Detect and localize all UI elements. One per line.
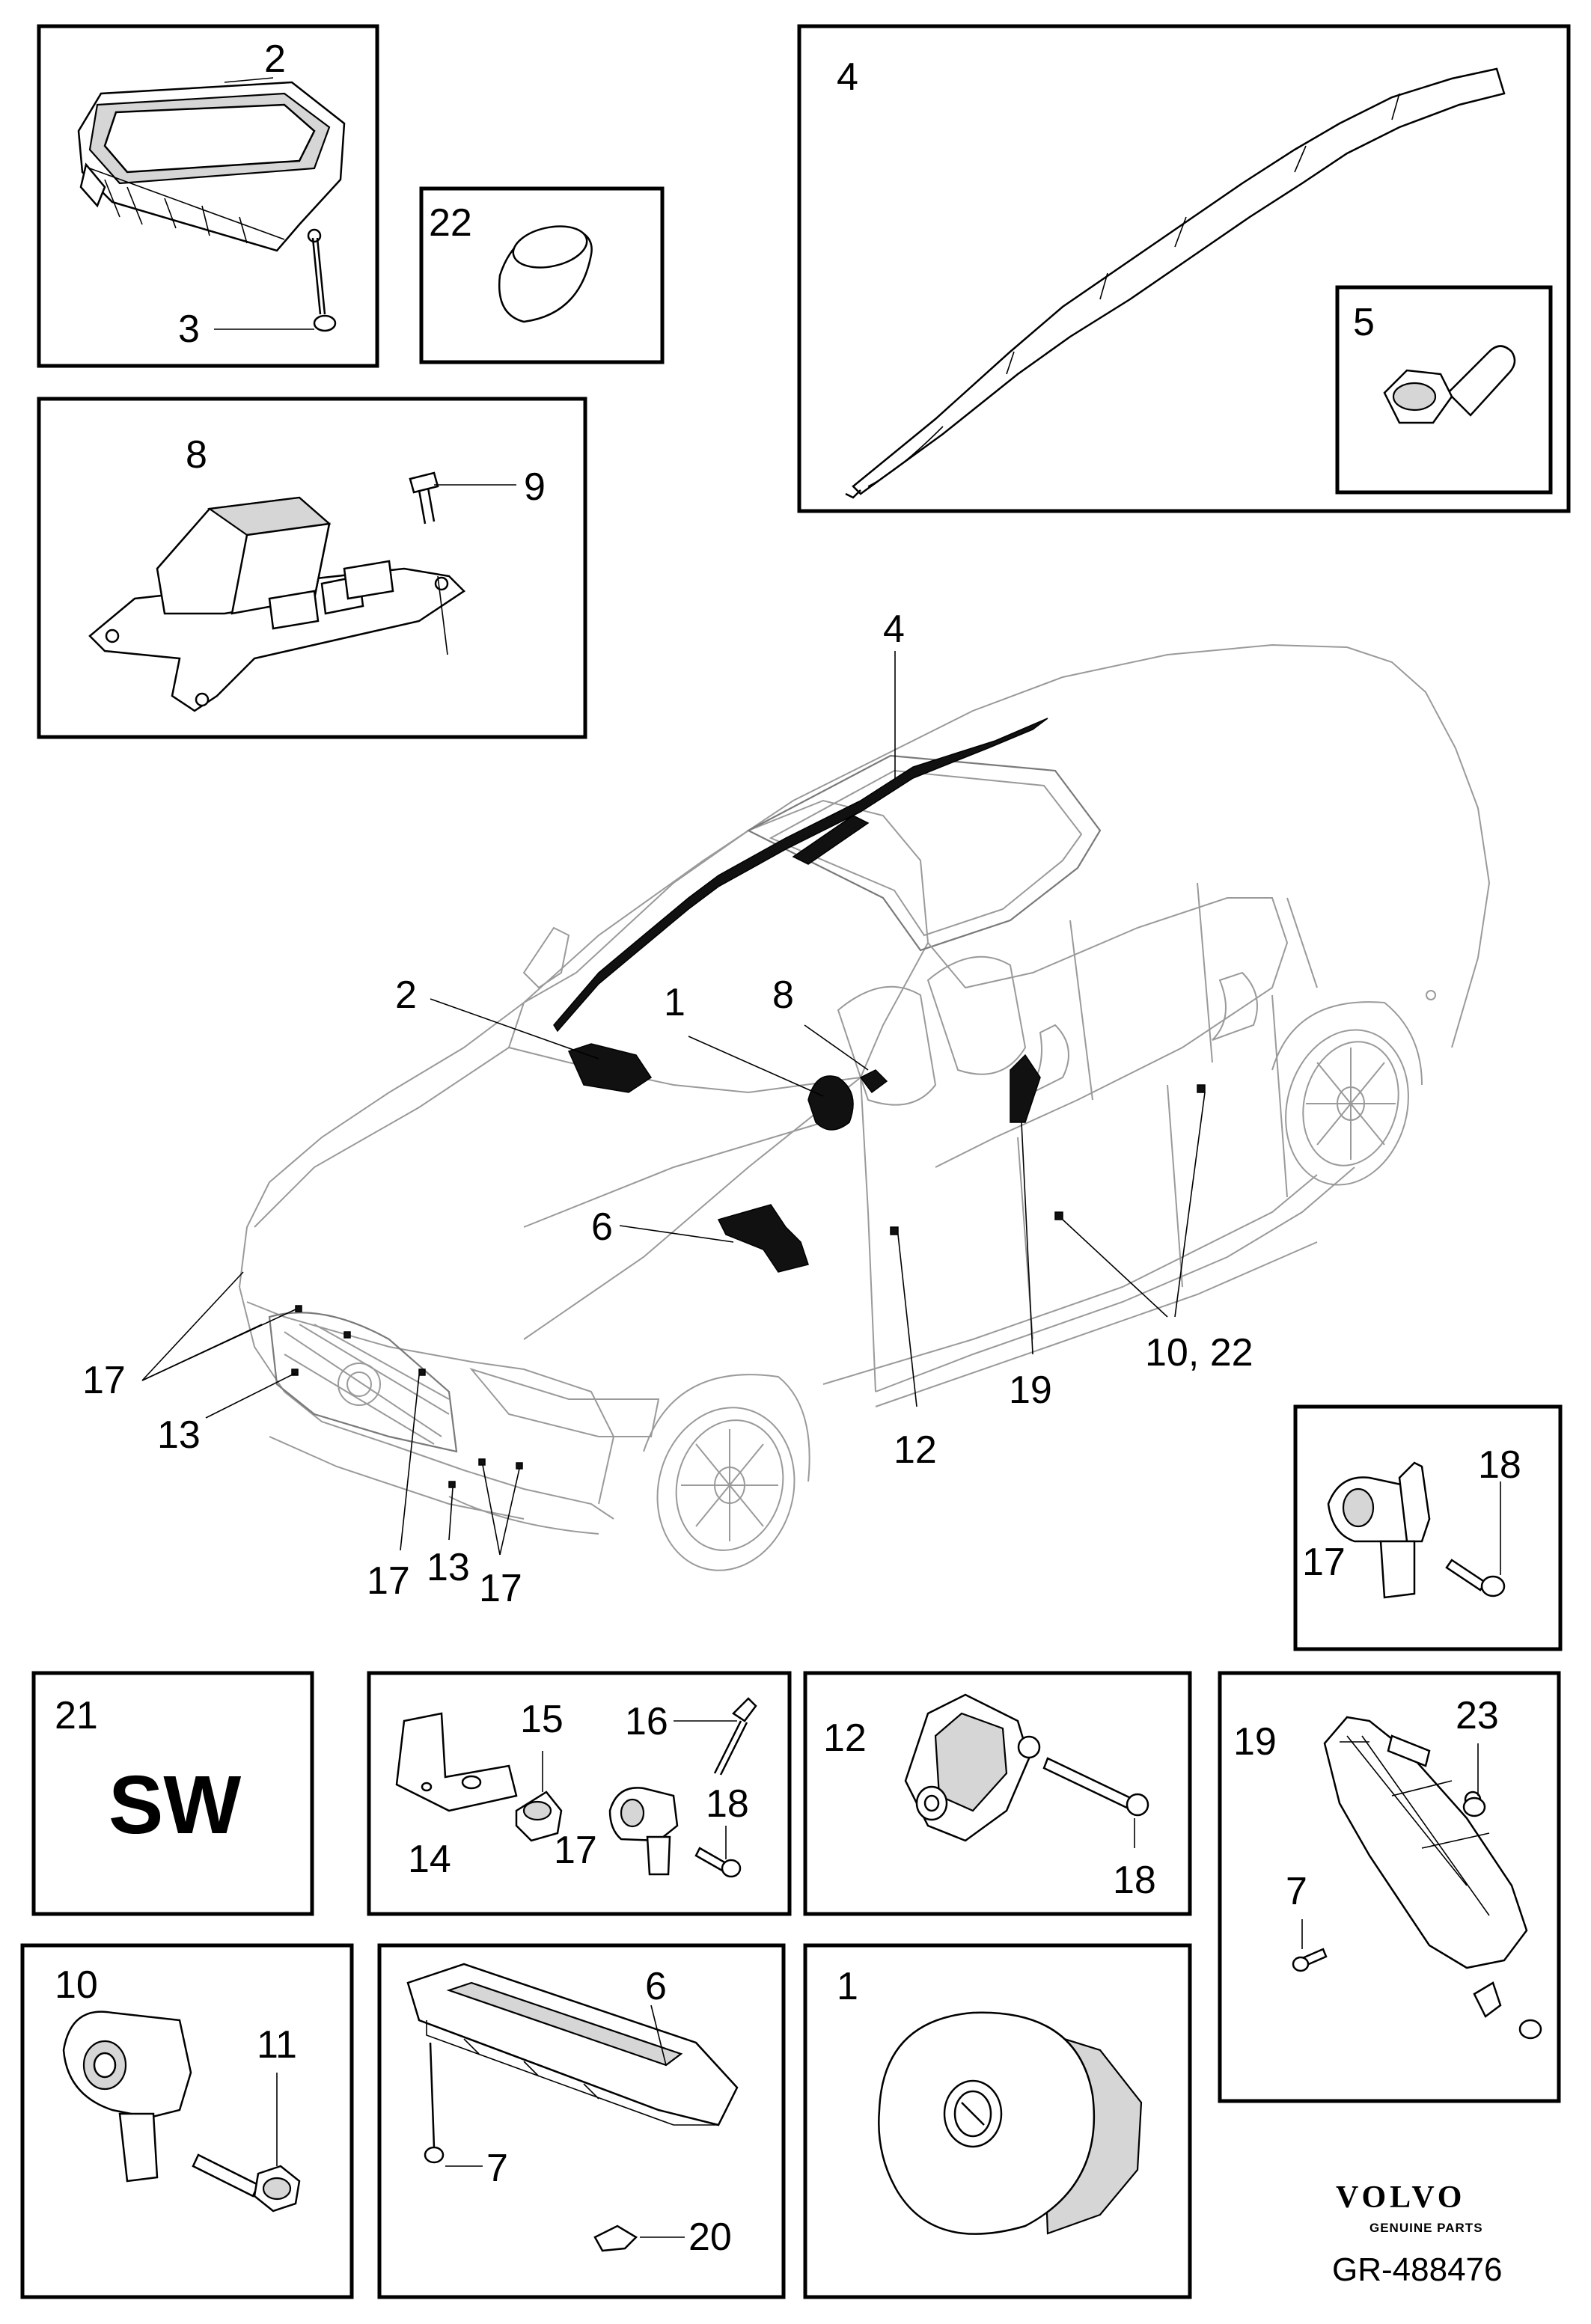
panel-control-module: 8 9 bbox=[37, 397, 587, 739]
callout-6-car: 6 bbox=[591, 1205, 613, 1249]
callout-22: 22 bbox=[429, 201, 472, 245]
bolt-icon bbox=[1445, 1559, 1506, 1597]
diagram-reference: GR-488476 bbox=[1332, 2251, 1502, 2288]
seat-airbag-marker bbox=[1010, 1054, 1041, 1123]
callout-12-panel: 12 bbox=[823, 1716, 867, 1760]
knee-airbag-icon bbox=[406, 1963, 739, 2126]
sensor-icon bbox=[62, 2010, 192, 2183]
callout-17-bottom-b: 17 bbox=[479, 1567, 522, 1610]
callout-23: 23 bbox=[1456, 1694, 1499, 1737]
bolt-icon bbox=[192, 2153, 301, 2213]
steering-wheel-airbag-icon bbox=[878, 2011, 1143, 2235]
callout-17-panel: 17 bbox=[1302, 1541, 1346, 1584]
callout-7-seat: 7 bbox=[1286, 1870, 1307, 1913]
callout-17-bracket: 17 bbox=[554, 1829, 597, 1872]
plug-icon bbox=[498, 225, 593, 323]
bolt-icon bbox=[1042, 1757, 1149, 1817]
panel-bracket-sensor: 14 15 16 17 18 bbox=[367, 1671, 792, 1916]
callout-19-panel: 19 bbox=[1233, 1720, 1277, 1764]
bracket-icon bbox=[395, 1712, 518, 1812]
car-callouts: 4 2 1 8 6 12 19 10, 22 17 13 17 13 17 bbox=[82, 608, 1253, 1610]
panel-curtain-airbag: 4 5 bbox=[797, 24, 1571, 513]
callout-4-car: 4 bbox=[883, 608, 905, 651]
panel-passenger-airbag: 2 3 bbox=[37, 24, 379, 368]
curtain-airbag-icon bbox=[845, 67, 1506, 499]
callout-17-bottom-a: 17 bbox=[367, 1559, 410, 1603]
control-module-marker bbox=[859, 1069, 888, 1094]
callout-8: 8 bbox=[186, 433, 207, 477]
callout-20: 20 bbox=[688, 2216, 732, 2259]
callout-18-sensor: 18 bbox=[1113, 1859, 1156, 1902]
panel-pressure-sensor: 10 11 bbox=[20, 1943, 354, 2299]
panel-plug: 22 bbox=[419, 186, 665, 364]
steering-airbag-marker bbox=[807, 1075, 854, 1131]
callout-1-panel: 1 bbox=[837, 1965, 858, 2008]
callout-1-car: 1 bbox=[664, 981, 685, 1024]
callout-15: 15 bbox=[520, 1698, 564, 1741]
callout-12-car: 12 bbox=[894, 1428, 937, 1472]
bolt-icon bbox=[694, 1847, 742, 1878]
brand-name: VOLVO bbox=[1336, 2180, 1465, 2215]
control-module-icon bbox=[88, 496, 465, 712]
sensor-icon bbox=[608, 1787, 679, 1876]
seat-airbag-icon bbox=[1323, 1716, 1528, 2018]
bolt-icon bbox=[424, 2042, 445, 2164]
passenger-airbag-marker bbox=[567, 1043, 653, 1093]
callout-7-knee: 7 bbox=[486, 2147, 508, 2190]
car-component-markers bbox=[291, 718, 1206, 1488]
callout-16: 16 bbox=[625, 1700, 668, 1743]
panel-knee-airbag: 6 7 20 bbox=[377, 1943, 786, 2299]
callout-5: 5 bbox=[1353, 301, 1375, 344]
callout-8-car: 8 bbox=[772, 973, 794, 1017]
bolt-icon bbox=[311, 237, 337, 332]
knee-airbag-marker bbox=[717, 1204, 809, 1273]
panel-impact-sensor: 18 17 bbox=[1293, 1404, 1563, 1651]
passenger-airbag-module-icon bbox=[77, 81, 346, 252]
software-label: SW bbox=[109, 1759, 241, 1851]
curtain-airbag-marker bbox=[553, 718, 1048, 1033]
volvo-logo-icon: VOLVO GENUINE PARTS bbox=[1336, 2180, 1483, 2235]
panel-seat-airbag: 19 23 7 bbox=[1218, 1671, 1561, 2103]
callout-13-left: 13 bbox=[157, 1413, 201, 1457]
callout-18-bracket: 18 bbox=[706, 1782, 749, 1826]
brand-subtitle: GENUINE PARTS bbox=[1369, 2221, 1483, 2235]
callout-18-panel: 18 bbox=[1478, 1443, 1521, 1487]
clip-nut-icon bbox=[515, 1791, 563, 1842]
callout-17-left: 17 bbox=[82, 1359, 126, 1402]
callout-6-panel: 6 bbox=[645, 1965, 667, 2008]
callout-21: 21 bbox=[55, 1694, 98, 1737]
callout-10-22-car: 10, 22 bbox=[1145, 1331, 1253, 1374]
car-illustration bbox=[238, 643, 1491, 1571]
panel-software: 21 SW bbox=[31, 1671, 314, 1916]
panel-side-sensor: 12 18 bbox=[803, 1671, 1192, 1916]
bolt-icon bbox=[1383, 345, 1516, 424]
callout-2: 2 bbox=[264, 37, 286, 81]
bolt-icon bbox=[1292, 1948, 1328, 1972]
callout-14: 14 bbox=[408, 1838, 451, 1881]
clip-nut-icon bbox=[593, 2224, 638, 2252]
bolt-icon bbox=[409, 471, 448, 655]
callout-4: 4 bbox=[837, 55, 858, 99]
callout-2-car: 2 bbox=[395, 973, 417, 1017]
rivet-icon bbox=[713, 1697, 757, 1776]
footer: VOLVO GENUINE PARTS GR-488476 bbox=[1332, 2180, 1502, 2288]
callout-10-panel: 10 bbox=[55, 1963, 98, 2007]
callout-11: 11 bbox=[257, 2023, 297, 2067]
callout-9: 9 bbox=[524, 465, 546, 509]
sensor-icon bbox=[904, 1693, 1041, 1842]
clip-nut-icon bbox=[1462, 1796, 1542, 2040]
panel-steering-airbag: 1 bbox=[803, 1943, 1192, 2299]
sensor-icon bbox=[1327, 1461, 1431, 1599]
callout-13-bottom: 13 bbox=[427, 1546, 470, 1589]
callout-19-car: 19 bbox=[1009, 1369, 1052, 1412]
callout-3: 3 bbox=[178, 308, 200, 351]
